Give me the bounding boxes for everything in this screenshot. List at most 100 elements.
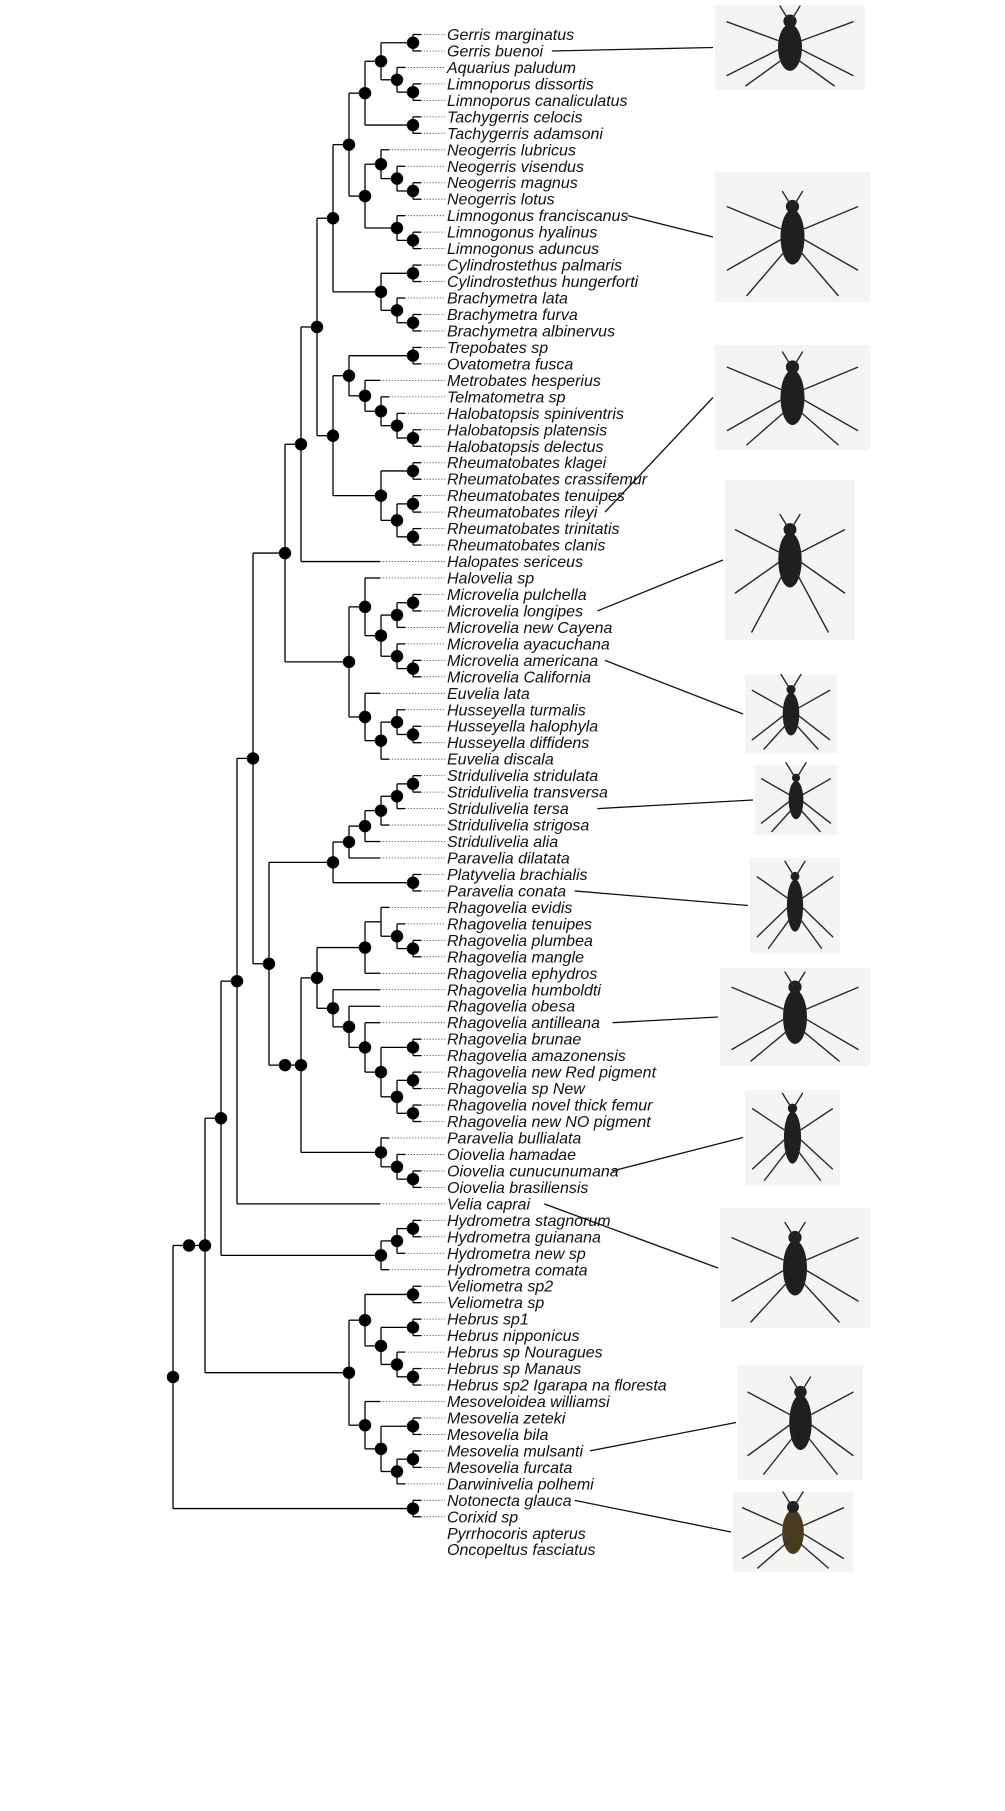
stridulivelia-photo [755,763,837,835]
support-node [407,531,419,543]
taxon-label-rheumatobates-klagei: Rheumatobates klagei [447,455,607,472]
taxon-label-stridulivelia-tersa: Stridulivelia tersa [447,801,569,818]
support-node [407,877,419,889]
rhagovelia-photo [720,968,870,1066]
taxon-label-limnogonus-aduncus: Limnogonus aduncus [447,241,599,258]
callout-line-mesovelia-mulsanti [590,1423,736,1451]
support-node [295,1059,307,1071]
taxon-label-paravelia-dilatata: Paravelia dilatata [447,851,570,868]
support-node [327,212,339,224]
support-node [311,972,323,984]
taxon-label-stridulivelia-strigosa: Stridulivelia strigosa [447,818,589,835]
taxon-label-husseyella-diffidens: Husseyella diffidens [447,735,589,752]
insect-body [789,781,804,820]
taxon-label-brachymetra-albinervus: Brachymetra albinervus [447,323,615,340]
taxon-label-hydrometra-comata: Hydrometra comata [447,1262,588,1279]
insect-head [788,980,801,993]
support-node [407,498,419,510]
taxon-label-veliometra-sp2: Veliometra sp2 [447,1279,553,1296]
support-node [199,1239,211,1251]
taxon-label-hydrometra-guianana: Hydrometra guianana [447,1229,601,1246]
support-node [375,405,387,417]
support-node [391,514,403,526]
insect-head [784,523,797,536]
taxon-label-stridulivelia-stridulata: Stridulivelia stridulata [447,768,598,785]
taxon-label-neogerris-visendus: Neogerris visendus [447,159,584,176]
taxon-label-hebrus-sp-manaus: Hebrus sp Manaus [447,1361,581,1378]
taxon-label-limnogonus-franciscanus: Limnogonus franciscanus [447,208,628,225]
support-node [343,836,355,848]
taxon-label-corixid-sp: Corixid sp [447,1509,518,1526]
support-node [359,1314,371,1326]
support-node [343,138,355,150]
support-node [183,1239,195,1251]
taxon-label-rhagovelia-mangle: Rhagovelia mangle [447,949,584,966]
limnogonus-photo [715,172,870,302]
taxon-label-brachymetra-lata: Brachymetra lata [447,291,568,308]
support-node [407,119,419,131]
taxon-label-limnoporus-dissortis: Limnoporus dissortis [447,76,594,93]
support-node [391,650,403,662]
support-node [375,55,387,67]
support-node [407,1288,419,1300]
support-node [375,286,387,298]
taxon-label-microvelia-longipes: Microvelia longipes [447,603,583,620]
taxon-label-rhagovelia-brunae: Rhagovelia brunae [447,1032,581,1049]
insect-body [778,24,802,71]
support-node [407,662,419,674]
support-node [247,752,259,764]
support-node [279,547,291,559]
support-node [359,820,371,832]
support-node [391,419,403,431]
taxon-label-rhagovelia-humboldti: Rhagovelia humboldti [447,982,601,999]
taxon-label-rhagovelia-antilleana: Rhagovelia antilleana [447,1015,600,1032]
insect-head [787,1501,799,1513]
taxon-label-halobatopsis-spiniventris: Halobatopsis spiniventris [447,406,624,423]
support-node [359,390,371,402]
taxon-label-euvelia-lata: Euvelia lata [447,686,530,703]
taxon-labels: Gerris marginatusGerris buenoiAquarius p… [446,27,667,1559]
taxon-label-limnoporus-canaliculatus: Limnoporus canaliculatus [447,93,628,110]
taxon-label-rheumatobates-tenuipes: Rheumatobates tenuipes [447,488,625,505]
taxon-label-hebrus-nipponicus: Hebrus nipponicus [447,1328,580,1345]
taxon-label-mesoveloidea-williamsi: Mesoveloidea williamsi [447,1394,610,1411]
support-node [375,1443,387,1455]
taxon-label-halobatopsis-delectus: Halobatopsis delectus [447,439,604,456]
support-node [391,1161,403,1173]
notonecta-photo [733,1492,853,1572]
support-node [311,321,323,333]
support-node [407,1222,419,1234]
taxon-label-rhagovelia-ephydros: Rhagovelia ephydros [447,966,597,983]
insect-head [786,360,799,373]
taxon-label-platyvelia-brachialis: Platyvelia brachialis [447,867,588,884]
callout-line-stridulivelia-tersa [597,800,753,809]
support-node [407,1173,419,1185]
callout-line-oiovelia-cunucunumana [613,1138,743,1171]
support-node [343,370,355,382]
taxon-label-pyrrhocoris-apterus: Pyrrhocoris apterus [447,1526,586,1543]
taxon-label-rheumatobates-trinitatis: Rheumatobates trinitatis [447,521,620,538]
taxon-label-halopates-sericeus: Halopates sericeus [447,554,583,571]
support-node [391,1091,403,1103]
insect-body [781,210,805,265]
taxon-label-mesovelia-mulsanti: Mesovelia mulsanti [447,1443,584,1460]
taxon-label-husseyella-halophyla: Husseyella halophyla [447,719,598,736]
taxon-label-limnogonus-hyalinus: Limnogonus hyalinus [447,225,597,242]
mesovelia-photo [738,1365,863,1480]
taxon-label-mesovelia-furcata: Mesovelia furcata [447,1460,572,1477]
insect-body [778,533,801,588]
taxon-label-microvelia-california: Microvelia California [447,669,591,686]
support-node [407,597,419,609]
taxon-label-hebrus-sp-nouragues: Hebrus sp Nouragues [447,1345,603,1362]
support-node [407,432,419,444]
taxon-label-hebrus-sp2-igarapa-na-floresta: Hebrus sp2 Igarapa na floresta [447,1378,667,1395]
insect-body [781,370,805,425]
insect-body [783,1241,807,1296]
support-node [407,1502,419,1514]
support-node [407,267,419,279]
taxon-label-rhagovelia-obesa: Rhagovelia obesa [447,999,575,1016]
velia-photo [720,1208,870,1328]
insect-body [783,990,807,1044]
support-node [375,1249,387,1261]
support-node [327,429,339,441]
